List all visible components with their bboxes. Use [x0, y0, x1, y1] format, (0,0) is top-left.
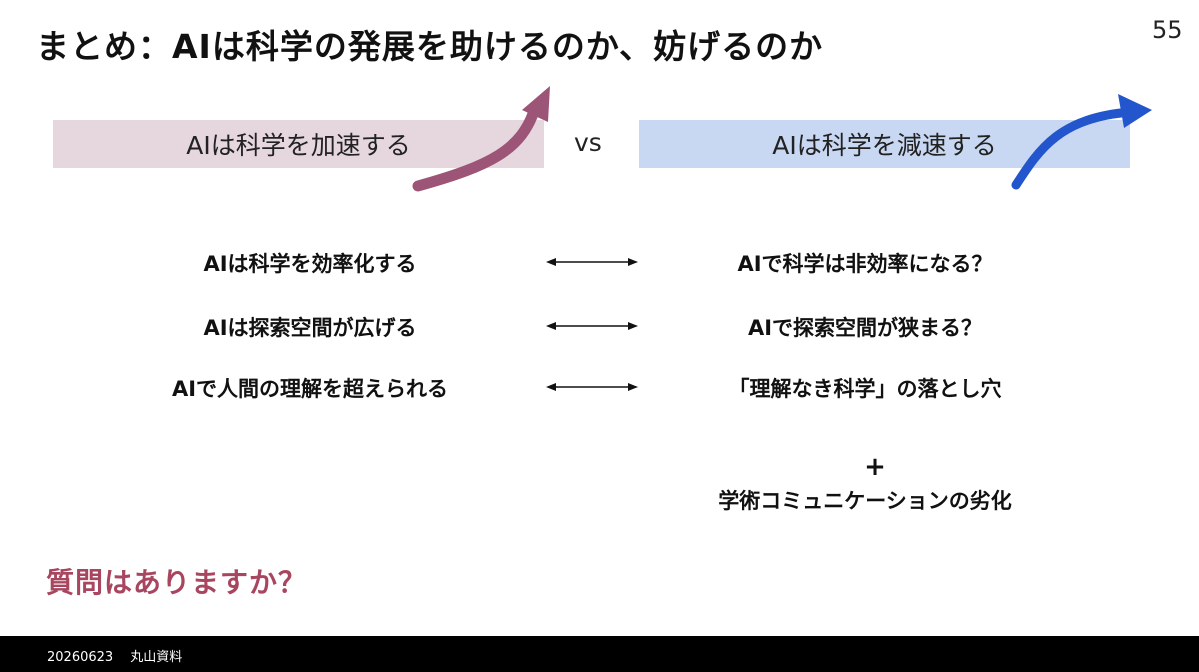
decelerate-label: AIは科学を減速する: [772, 131, 997, 160]
communication-degradation-text: 学術コミュニケーションの劣化: [718, 489, 1012, 513]
double-arrow-icon: [546, 258, 638, 266]
double-arrow-icon: [546, 322, 638, 330]
accelerate-label: AIは科学を加速する: [186, 131, 411, 160]
comparison-right: AIで科学は非効率になる？: [737, 252, 993, 276]
decelerate-arrow-icon: [1011, 94, 1152, 190]
comparison-left: AIは科学を効率化する: [203, 252, 417, 276]
footer-bar: [0, 636, 1199, 672]
page-number: 55: [1152, 16, 1183, 44]
comparison-left: AIで人間の理解を超えられる: [171, 377, 449, 401]
comparison-right: AIで探索空間が狭まる？: [747, 316, 983, 340]
plus-sign: +: [864, 452, 886, 482]
slide-title: まとめ：AIは科学の発展を助けるのか、妨げるのか: [36, 27, 824, 66]
question-prompt: 質問はありますか？: [46, 566, 308, 599]
vs-label: vs: [574, 128, 602, 157]
footer-text: 20260623 丸山資料: [47, 650, 183, 665]
accelerate-banner: AIは科学を加速する: [53, 120, 544, 168]
double-arrow-icon: [546, 383, 638, 391]
comparison-left: AIは探索空間が広げる: [203, 316, 417, 340]
accelerate-arrow-icon: [412, 86, 550, 192]
comparison-right: 「理解なき科学」の落とし穴: [728, 377, 1002, 401]
